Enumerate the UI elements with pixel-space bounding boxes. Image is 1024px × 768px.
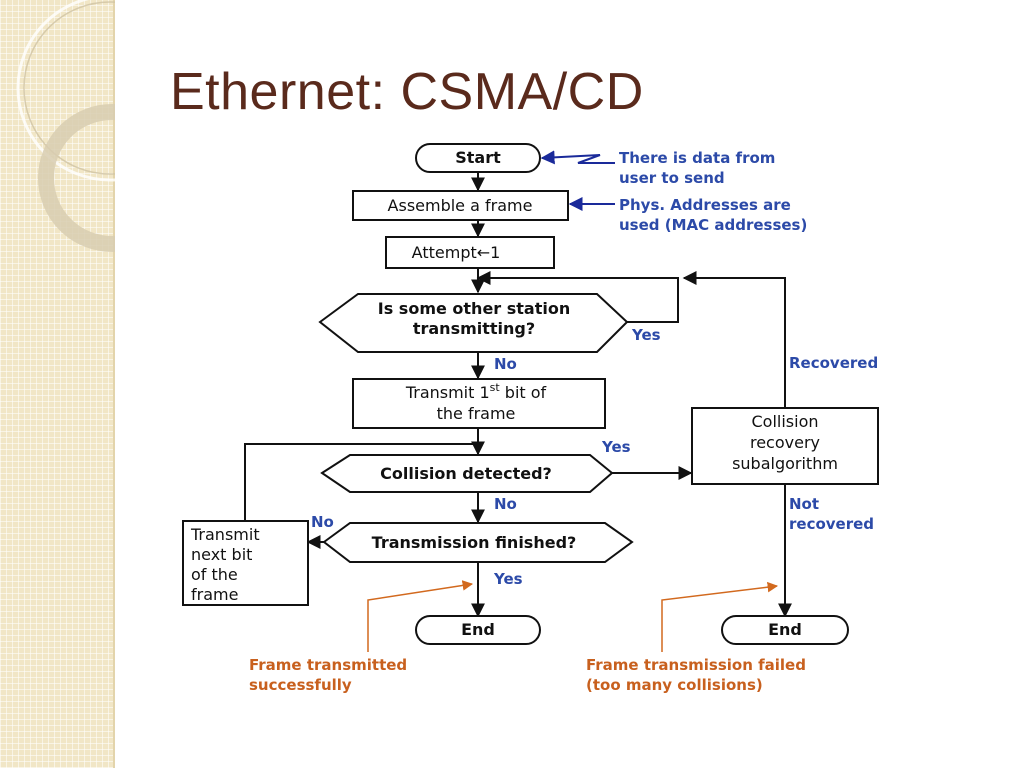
- collision-detected-decision: [320, 454, 614, 493]
- recovery-label-line2: recovery: [750, 433, 820, 452]
- transmission-finished-decision: [322, 522, 634, 563]
- note-phys-line2: used (MAC addresses): [619, 216, 807, 234]
- assemble-label: Assemble a frame: [388, 196, 533, 215]
- transmit-next-label-line3: of the: [191, 565, 238, 584]
- no-finished-label: No: [311, 513, 334, 531]
- transmit-first-bit-label-line1: Transmit 1st bit of: [405, 381, 547, 402]
- arrow-next-bit-loop: [244, 443, 478, 521]
- end-success-label: End: [461, 620, 495, 639]
- collision-detected-label: Collision detected?: [380, 464, 552, 483]
- note-failed-line2: (too many collisions): [586, 676, 763, 694]
- station-check-label-line2: transmitting?: [413, 319, 535, 338]
- recovery-label-line3: subalgorithm: [732, 454, 838, 473]
- yes-finished-label: Yes: [493, 570, 523, 588]
- start-terminal: [415, 143, 541, 173]
- note-data-line2: user to send: [619, 169, 725, 187]
- collision-recovery-box: [691, 407, 879, 485]
- attempt-label: Attempt←1: [412, 243, 501, 262]
- note-success-line2: successfully: [249, 676, 352, 694]
- yes-station-label: Yes: [631, 326, 661, 344]
- decorative-rings: [16, 0, 115, 252]
- annotation-arrow-success: [367, 580, 474, 652]
- end-failed-label: End: [768, 620, 802, 639]
- no-station-label: No: [494, 355, 517, 373]
- transmit-first-bit-label-line2: the frame: [437, 404, 516, 423]
- arrow-yes-loop: [476, 271, 679, 323]
- end-terminal-failed: [721, 615, 849, 645]
- transmit-first-bit-box: [352, 378, 606, 429]
- note-data-line1: There is data from: [619, 149, 775, 167]
- transmission-finished-label: Transmission finished?: [372, 533, 577, 552]
- station-check-label-line1: Is some other station: [378, 299, 570, 318]
- yes-collision-label: Yes: [601, 438, 631, 456]
- note-failed-line1: Frame transmission failed: [586, 656, 806, 674]
- end-terminal-success: [415, 615, 541, 645]
- note-success-line1: Frame transmitted: [249, 656, 407, 674]
- decorative-side-strip: [0, 0, 115, 768]
- recovery-label-line1: Collision: [751, 412, 818, 431]
- start-label: Start: [455, 148, 501, 167]
- annotation-arrow-data: [540, 150, 615, 165]
- assemble-box: [352, 190, 569, 221]
- attempt-box: [385, 236, 555, 269]
- transmit-next-bit-box: [182, 520, 309, 606]
- transmit-next-label-line1: Transmit: [190, 525, 260, 544]
- note-phys-line1: Phys. Addresses are: [619, 196, 791, 214]
- arrow-recovered: [682, 271, 786, 408]
- transmit-next-label-line2: next bit: [191, 545, 252, 564]
- slide-title: Ethernet: CSMA/CD: [170, 63, 644, 121]
- connectors: [244, 172, 792, 618]
- no-collision-label: No: [494, 495, 517, 513]
- transmit-next-label-line4: frame: [191, 585, 238, 604]
- not-recovered-label-line1: Not: [789, 495, 819, 513]
- station-check-decision: [318, 293, 629, 353]
- not-recovered-label-line2: recovered: [789, 515, 874, 533]
- recovered-label: Recovered: [789, 354, 878, 372]
- annotation-arrow-failed: [661, 581, 779, 652]
